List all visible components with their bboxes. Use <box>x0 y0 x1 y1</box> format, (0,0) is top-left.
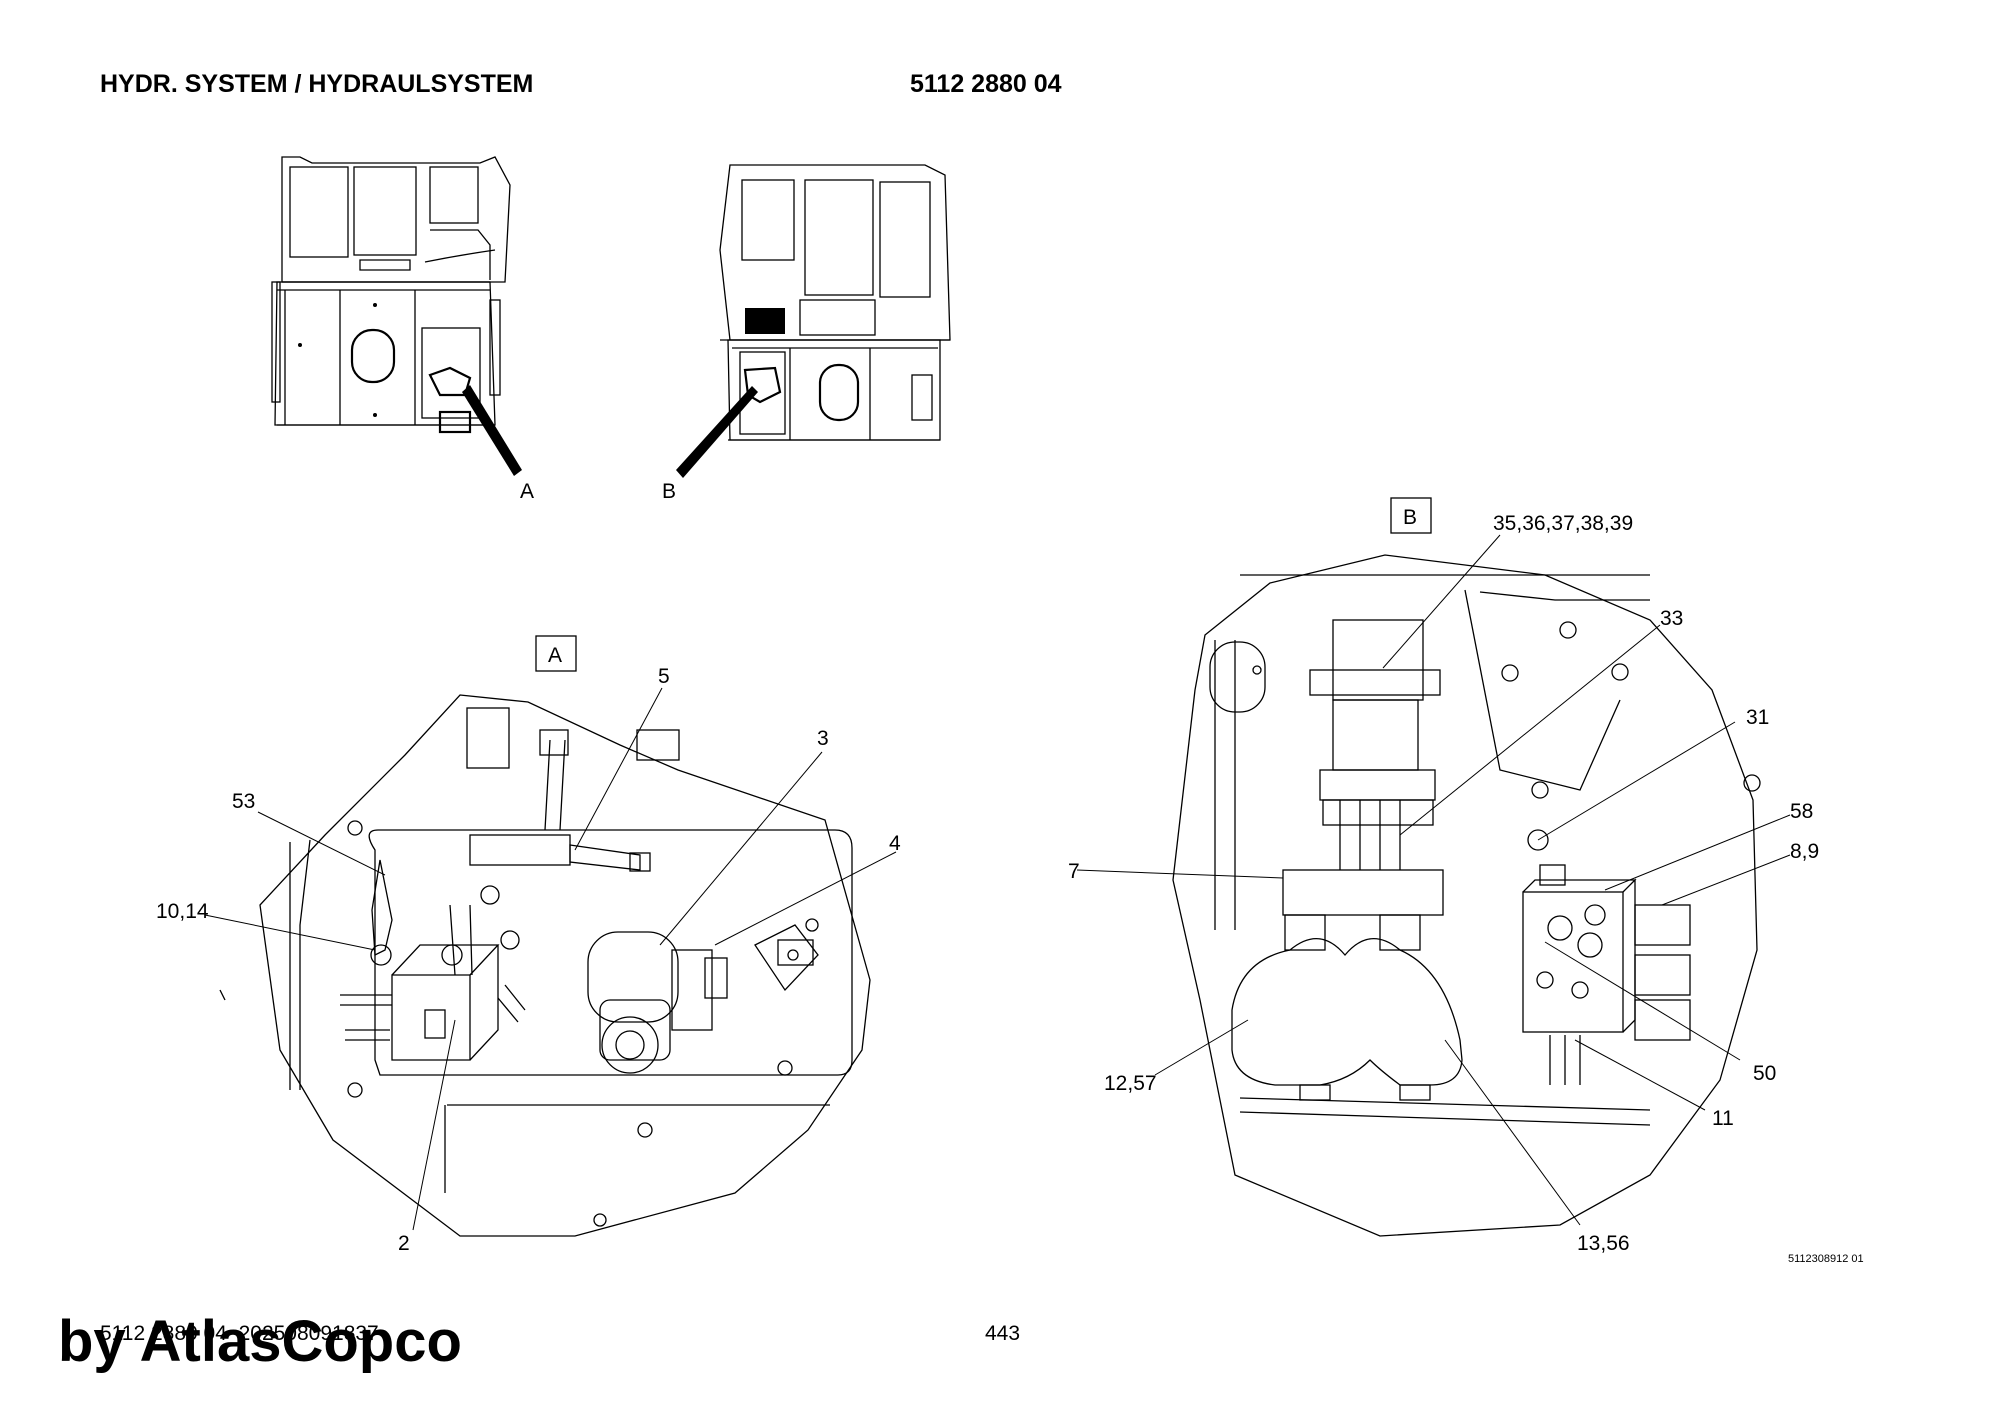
leader-4 <box>714 851 897 946</box>
leader-31 <box>1537 721 1736 841</box>
leader-5 <box>574 687 663 851</box>
leader-3 <box>659 751 823 946</box>
callout-a-5: 5 <box>658 665 670 688</box>
page-number: 443 <box>985 1322 1021 1345</box>
watermark: by AtlasCopco <box>58 1309 462 1374</box>
part-number: 5112 2880 04 <box>910 70 1062 98</box>
callout-a-53: 53 <box>232 790 255 813</box>
leader-11 <box>1574 1039 1706 1111</box>
detail-b-label: B <box>1403 506 1417 529</box>
overview-callout-a: A <box>520 480 534 503</box>
overview-right-machine <box>676 164 951 478</box>
leader-33 <box>1399 624 1661 836</box>
callout-b-13-56: 13,56 <box>1577 1232 1630 1255</box>
callout-b-58: 58 <box>1790 800 1813 823</box>
footer-doc-ref: 5112 2880 04_202508091837 <box>100 1322 379 1345</box>
page-title: HYDR. SYSTEM / HYDRAULSYSTEM <box>100 70 534 98</box>
overview-left-machine <box>271 156 522 476</box>
leader-7 <box>1076 869 1284 879</box>
leader-10-14 <box>204 914 376 951</box>
callout-b-7: 7 <box>1068 860 1080 883</box>
callout-b-33: 33 <box>1660 607 1683 630</box>
callout-b-11: 11 <box>1712 1107 1734 1130</box>
detail-b-frame <box>1390 497 1432 534</box>
drawing-id: 5112308912 01 <box>1788 1253 1864 1265</box>
leader-50 <box>1544 941 1741 1061</box>
callout-b-35-39: 35,36,37,38,39 <box>1493 512 1633 535</box>
leader-53 <box>257 811 386 876</box>
detail-b-outline <box>1172 554 1761 1237</box>
leader-58 <box>1604 814 1791 891</box>
callout-a-4: 4 <box>889 832 901 855</box>
callout-b-12-57: 12,57 <box>1104 1072 1157 1095</box>
callout-b-8-9: 8,9 <box>1790 840 1819 863</box>
leader-13-56 <box>1444 1039 1581 1226</box>
leader-8-9 <box>1661 854 1791 906</box>
callout-b-31: 31 <box>1746 706 1769 729</box>
leader-35-39 <box>1382 534 1501 669</box>
callout-b-50: 50 <box>1753 1062 1776 1085</box>
detail-a-outline <box>219 694 871 1237</box>
detail-a-frame <box>535 635 577 672</box>
overview-callout-b: B <box>662 480 676 503</box>
leader-12-57 <box>1154 1019 1249 1076</box>
detail-a-label: A <box>548 644 562 667</box>
callout-a-3: 3 <box>817 727 829 750</box>
callout-a-10-14: 10,14 <box>156 900 209 923</box>
callout-a-2: 2 <box>398 1232 410 1255</box>
leader-2 <box>412 1019 456 1231</box>
